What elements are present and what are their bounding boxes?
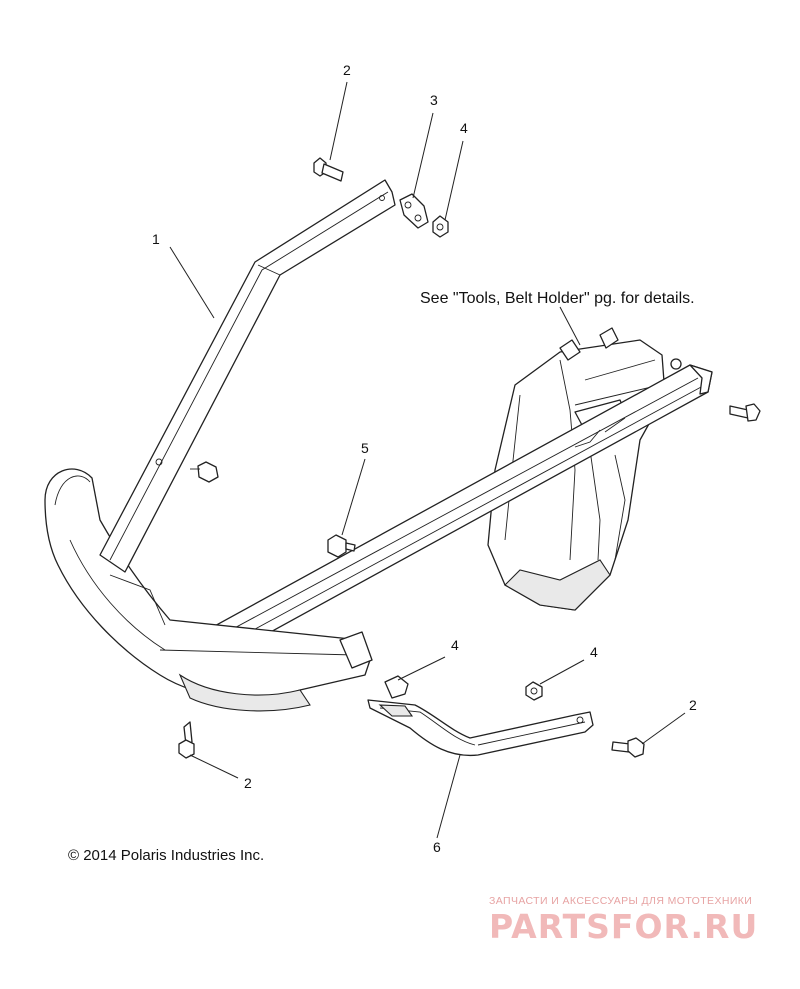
bolt-icon bbox=[611, 737, 645, 758]
callout-5: 5 bbox=[361, 440, 369, 456]
bracket-3-icon bbox=[399, 193, 429, 229]
screw-icon bbox=[190, 461, 219, 483]
nut-icon bbox=[525, 681, 543, 701]
callout-4: 4 bbox=[451, 637, 459, 653]
brace-6-icon bbox=[367, 699, 594, 757]
callout-4: 4 bbox=[460, 120, 468, 136]
bolt-icon bbox=[178, 721, 195, 759]
callout-4: 4 bbox=[590, 644, 598, 660]
front-bumper-tube bbox=[44, 468, 373, 712]
callout-3: 3 bbox=[430, 92, 438, 108]
callout-2: 2 bbox=[244, 775, 252, 791]
watermark-brand: PARTSFOR.RU bbox=[489, 907, 758, 946]
callout-2: 2 bbox=[689, 697, 697, 713]
long-cross-bar bbox=[179, 364, 713, 669]
screw-5-icon bbox=[327, 534, 356, 558]
callout-1: 1 bbox=[152, 231, 160, 247]
clip-nut-icon bbox=[384, 675, 409, 699]
callout-2: 2 bbox=[343, 62, 351, 78]
copyright-notice: © 2014 Polaris Industries Inc. bbox=[68, 847, 264, 864]
bolt-icon bbox=[313, 157, 344, 182]
nut-icon bbox=[670, 358, 682, 370]
belt-holder-note: See "Tools, Belt Holder" pg. for details… bbox=[420, 290, 695, 307]
upright-bar bbox=[99, 179, 396, 573]
watermark-tagline: ЗАПЧАСТИ И АКСЕССУАРЫ ДЛЯ МОТОТЕХНИКИ bbox=[489, 895, 752, 907]
bolt-icon bbox=[729, 403, 761, 422]
leader-lines bbox=[169, 81, 686, 839]
callout-6: 6 bbox=[433, 839, 441, 855]
nut-icon bbox=[432, 215, 449, 238]
